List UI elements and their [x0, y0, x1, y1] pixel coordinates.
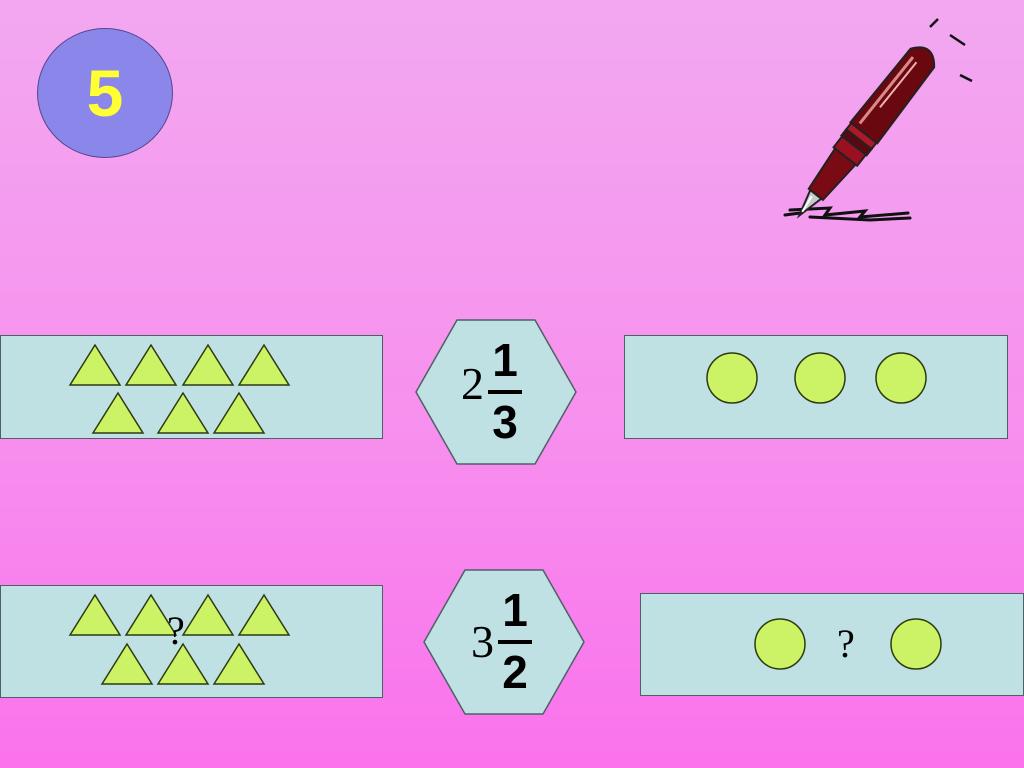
question-mark: ? [837, 621, 855, 666]
triangle [156, 642, 210, 685]
mixed-number-denominator: 3 [492, 396, 518, 448]
triangle [212, 642, 266, 685]
triangle [124, 593, 178, 636]
triangle [212, 391, 266, 434]
triangle [124, 343, 178, 386]
triangle [237, 593, 291, 636]
question-mark: ? [167, 608, 185, 653]
mixed-number-whole: 3 [471, 616, 494, 667]
triangle [181, 593, 235, 636]
row1-circle-panel [624, 335, 1008, 439]
triangle-group [68, 343, 291, 434]
circle-group [706, 352, 927, 404]
row2-circle-panel: ? [640, 593, 1024, 696]
row1-mixed-number-hexagon: 2 1 3 [415, 319, 577, 465]
fraction-bar [498, 640, 532, 644]
triangle [237, 343, 291, 386]
row1-triangle-panel [0, 335, 383, 439]
fountain-pen-icon [783, 18, 973, 222]
row2-triangle-panel: ? [0, 585, 383, 698]
triangle-group [68, 593, 291, 685]
triangle [68, 343, 122, 386]
circle [875, 352, 927, 404]
mixed-number-numerator: 1 [492, 334, 518, 386]
row2-mixed-number-hexagon: 3 1 2 [423, 569, 585, 715]
slide-number-text: 5 [86, 56, 124, 130]
fraction-bar [488, 390, 522, 394]
slide-number-badge: 5 [37, 28, 173, 158]
triangle [68, 593, 122, 636]
mixed-number-denominator: 2 [502, 646, 528, 698]
mixed-number-numerator: 1 [502, 584, 528, 636]
circle [794, 352, 846, 404]
triangle [100, 642, 154, 685]
circle-group [754, 618, 942, 670]
circle [706, 352, 758, 404]
triangle [91, 391, 145, 434]
mixed-number-whole: 2 [461, 358, 484, 409]
triangle [156, 391, 210, 434]
triangle [181, 343, 235, 386]
circle [754, 618, 806, 670]
circle [890, 618, 942, 670]
